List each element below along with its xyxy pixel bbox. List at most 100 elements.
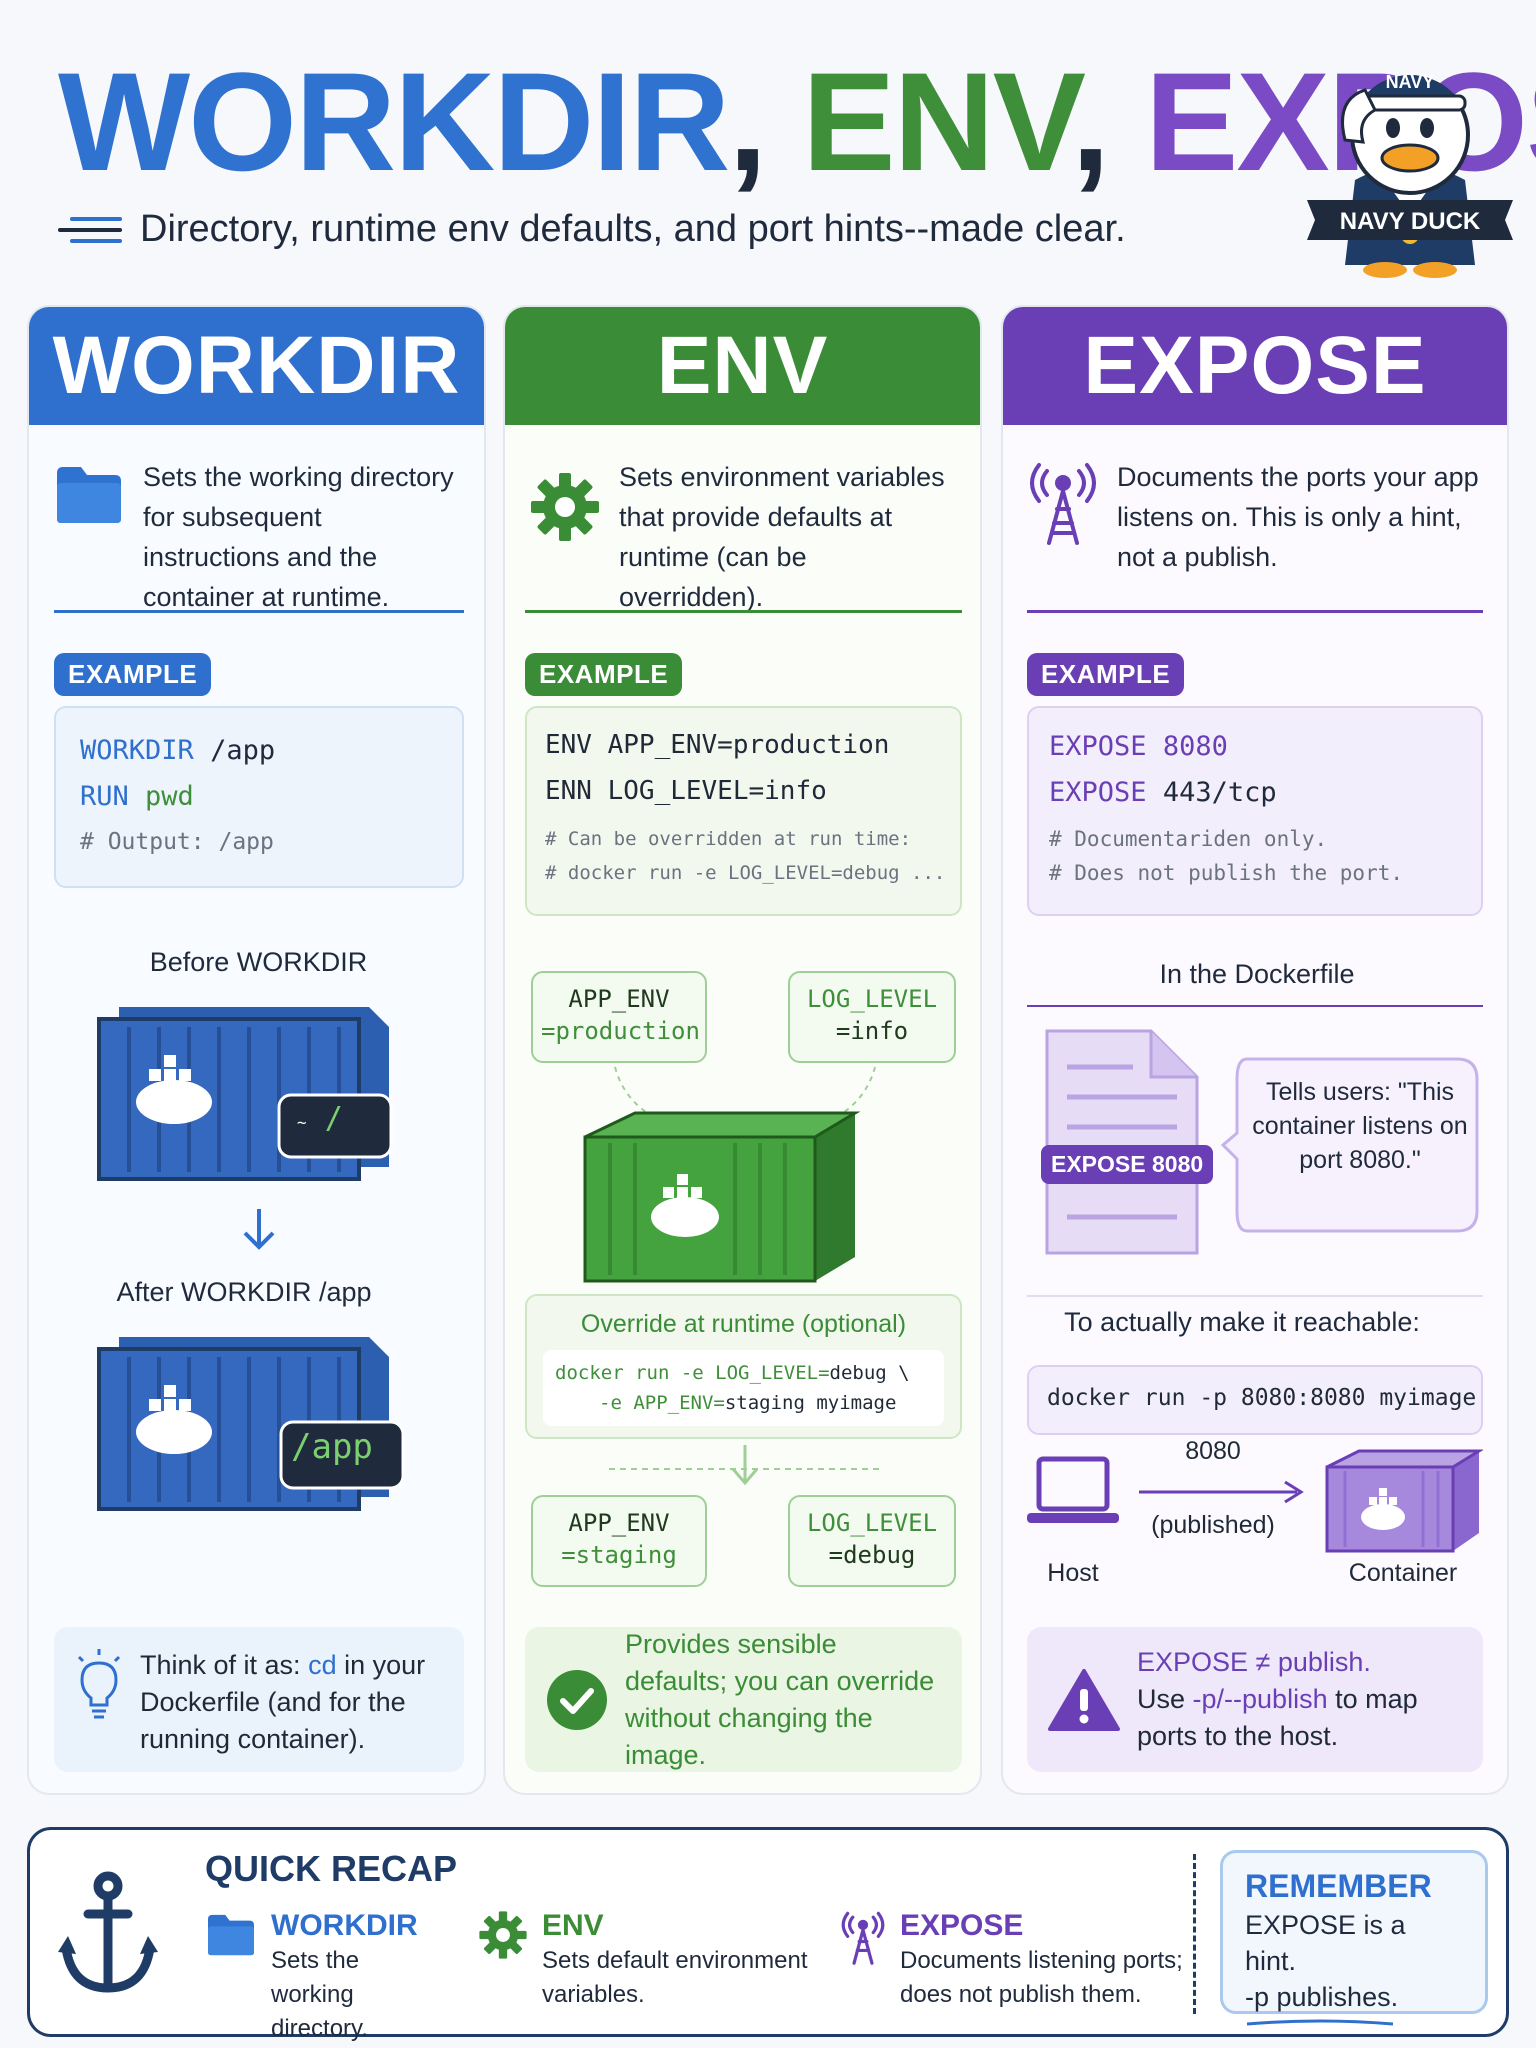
title-comma-2: , xyxy=(1071,43,1110,200)
published-label: (published) xyxy=(1151,1511,1275,1539)
container-after-icon xyxy=(97,1337,405,1511)
tip-suffix: in your Dockerfile (and for the running … xyxy=(140,1650,426,1754)
workdir-code-comment: # Output: /app xyxy=(80,829,274,855)
tip-rest: to map ports to the host. xyxy=(1137,1684,1418,1751)
override-part: debug \ xyxy=(829,1362,910,1384)
env-heading: ENV xyxy=(505,307,980,425)
run-command-box: docker run -p 8080:8080 myimage xyxy=(1027,1365,1483,1435)
recap-separator xyxy=(1193,1854,1196,2014)
recap-item-body: ENV Sets default environment variables. xyxy=(542,1908,832,2012)
recap-title: QUICK RECAP xyxy=(205,1848,458,1889)
bubble-text: Tells users: "This container listens on … xyxy=(1252,1078,1468,1174)
env-description-row: Sets environment variables that provide … xyxy=(505,457,980,617)
gear-icon xyxy=(479,1911,527,1959)
override-line-2: -e APP_ENV=staging myimage xyxy=(555,1388,932,1418)
override-command: docker run -e LOG_LEVEL=debug \ -e APP_E… xyxy=(543,1350,944,1426)
code-value: pwd xyxy=(145,781,194,812)
expose-container-icon xyxy=(1325,1449,1483,1553)
recap-item-text: Sets default environment variables. xyxy=(542,1947,808,2008)
env-code-line-1: ENV APP_ENV=production xyxy=(545,730,890,760)
expose-code-line-2: EXPOSE 443/tcp xyxy=(1049,770,1461,816)
env-chip-log-level-default: LOG_LEVEL =info xyxy=(788,971,956,1063)
env-divider xyxy=(525,610,962,613)
expose-code-line-1: EXPOSE 8080 xyxy=(1049,724,1461,770)
title-comma-1: , xyxy=(728,43,767,200)
workdir-code-box: WORKDIR /app RUN pwd # Output: /app xyxy=(54,706,464,888)
workdir-tip: Think of it as: cd in your Dockerfile (a… xyxy=(54,1627,464,1772)
navy-duck-mascot-icon: NAVY NAVY DUCK xyxy=(1307,72,1513,278)
arrow-right-icon xyxy=(1139,1480,1304,1504)
env-chip-log-level-override: LOG_LEVEL =debug xyxy=(788,1495,956,1587)
title-env: ENV xyxy=(802,43,1073,200)
recap-item-text: Documents listening ports; does not publ… xyxy=(900,1947,1183,2008)
code-value: 443/tcp xyxy=(1162,777,1277,808)
code-value: 8080 xyxy=(1162,731,1228,762)
chip-value: =info xyxy=(835,1017,909,1045)
anchor-icon xyxy=(58,1871,158,1993)
env-column: ENV Sets environment variables that prov… xyxy=(503,305,982,1795)
expose-description-row: Documents the ports your app listens on.… xyxy=(1003,457,1507,577)
lightbulb-icon xyxy=(77,1649,121,1719)
antenna-icon xyxy=(1030,463,1096,545)
dockerfile-document-icon xyxy=(1045,1029,1199,1255)
workdir-column: WORKDIR Sets the working directory for s… xyxy=(27,305,486,1795)
chip-key: LOG_LEVEL xyxy=(806,985,938,1013)
override-title: Override at runtime (optional) xyxy=(580,1310,907,1338)
chip-key: LOG_LEVEL xyxy=(806,1509,938,1537)
arrow-down-icon xyxy=(243,1209,275,1250)
tip-cmd: cd xyxy=(308,1650,337,1680)
recap-item-expose: EXPOSE Documents listening ports; does n… xyxy=(840,1908,1210,2012)
title-workdir: WORKDIR xyxy=(58,43,730,200)
mascot-badge-text: NAVY DUCK xyxy=(1340,208,1481,235)
container-before-icon xyxy=(97,1007,393,1181)
expose-example-badge: EXAMPLE xyxy=(1027,653,1185,696)
workdir-description: Sets the working directory for subsequen… xyxy=(143,462,454,612)
expose-tip: EXPOSE ≠ publish. Use -p/--publish to ma… xyxy=(1027,1627,1483,1772)
workdir-tip-text: Think of it as: cd in your Dockerfile (a… xyxy=(140,1647,444,1758)
antenna-icon xyxy=(841,1911,885,1965)
port-label: 8080 xyxy=(1185,1437,1241,1465)
prompt-glyph: ~ xyxy=(297,1113,307,1132)
after-workdir-label: After WORKDIR /app xyxy=(116,1277,372,1307)
recap-item-body: EXPOSE Documents listening ports; does n… xyxy=(900,1908,1200,2012)
remember-line-1: EXPOSE is a hint. xyxy=(1245,1910,1406,1976)
env-example-badge: EXAMPLE xyxy=(525,653,683,696)
expose-code-comment-2: # Does not publish the port. xyxy=(1049,861,1404,885)
tip-line-2: Use -p/--publish to map ports to the hos… xyxy=(1137,1681,1463,1755)
subtitle-row: Directory, runtime env defaults, and por… xyxy=(58,208,1126,251)
recap-item-workdir: WORKDIR Sets the working directory. xyxy=(205,1908,425,2046)
doc-expose-tag: EXPOSE 8080 xyxy=(1041,1145,1214,1184)
speed-lines-icon xyxy=(58,216,122,243)
expose-column: EXPOSE Documents the ports your app list… xyxy=(1001,305,1509,1795)
workdir-code-line-1: WORKDIR /app xyxy=(80,728,438,774)
expose-code-box: EXPOSE 8080 EXPOSE 443/tcp # Documentari… xyxy=(1027,706,1483,916)
workdir-code-line-2: RUN pwd xyxy=(80,774,438,820)
warning-icon xyxy=(1048,1668,1120,1731)
expose-tip-text: EXPOSE ≠ publish. Use -p/--publish to ma… xyxy=(1137,1644,1463,1755)
env-chip-app-env-override: APP_ENV =staging xyxy=(531,1495,707,1587)
check-circle-icon xyxy=(547,1669,607,1730)
env-code-comment-2: # docker run -e LOG_LEVEL=debug ... xyxy=(545,862,946,884)
code-value: /app xyxy=(210,735,276,766)
speech-bubble-shape xyxy=(1221,1057,1479,1233)
before-path: ~ / xyxy=(297,1101,397,1136)
remember-line-2: -p publishes. xyxy=(1245,1982,1399,2012)
dockerfile-divider xyxy=(1027,1005,1483,1007)
before-path-text: / xyxy=(324,1101,343,1136)
override-part: docker run -e LOG_LEVEL= xyxy=(555,1362,830,1384)
recap-item-name: WORKDIR xyxy=(271,1909,418,1942)
override-line-1: docker run -e LOG_LEVEL=debug \ xyxy=(555,1358,932,1388)
env-code-line-2: ENN LOG_LEVEL=info xyxy=(545,776,827,806)
folder-icon xyxy=(208,1914,254,1956)
chip-key: APP_ENV xyxy=(568,985,670,1013)
title-expose: EXPOSE xyxy=(1145,43,1536,200)
env-tip-text: Provides sensible defaults; you can over… xyxy=(625,1628,935,1770)
host-label: Host xyxy=(1047,1559,1099,1587)
recap-item-name: EXPOSE xyxy=(900,1909,1024,1942)
before-workdir-label: Before WORKDIR xyxy=(149,947,368,977)
workdir-example-badge: EXAMPLE xyxy=(54,653,212,696)
laptop-icon xyxy=(1027,1456,1119,1523)
tip-flags: -p/--publish xyxy=(1192,1684,1328,1714)
workdir-heading: WORKDIR xyxy=(29,307,484,425)
env-description: Sets environment variables that provide … xyxy=(619,462,945,612)
